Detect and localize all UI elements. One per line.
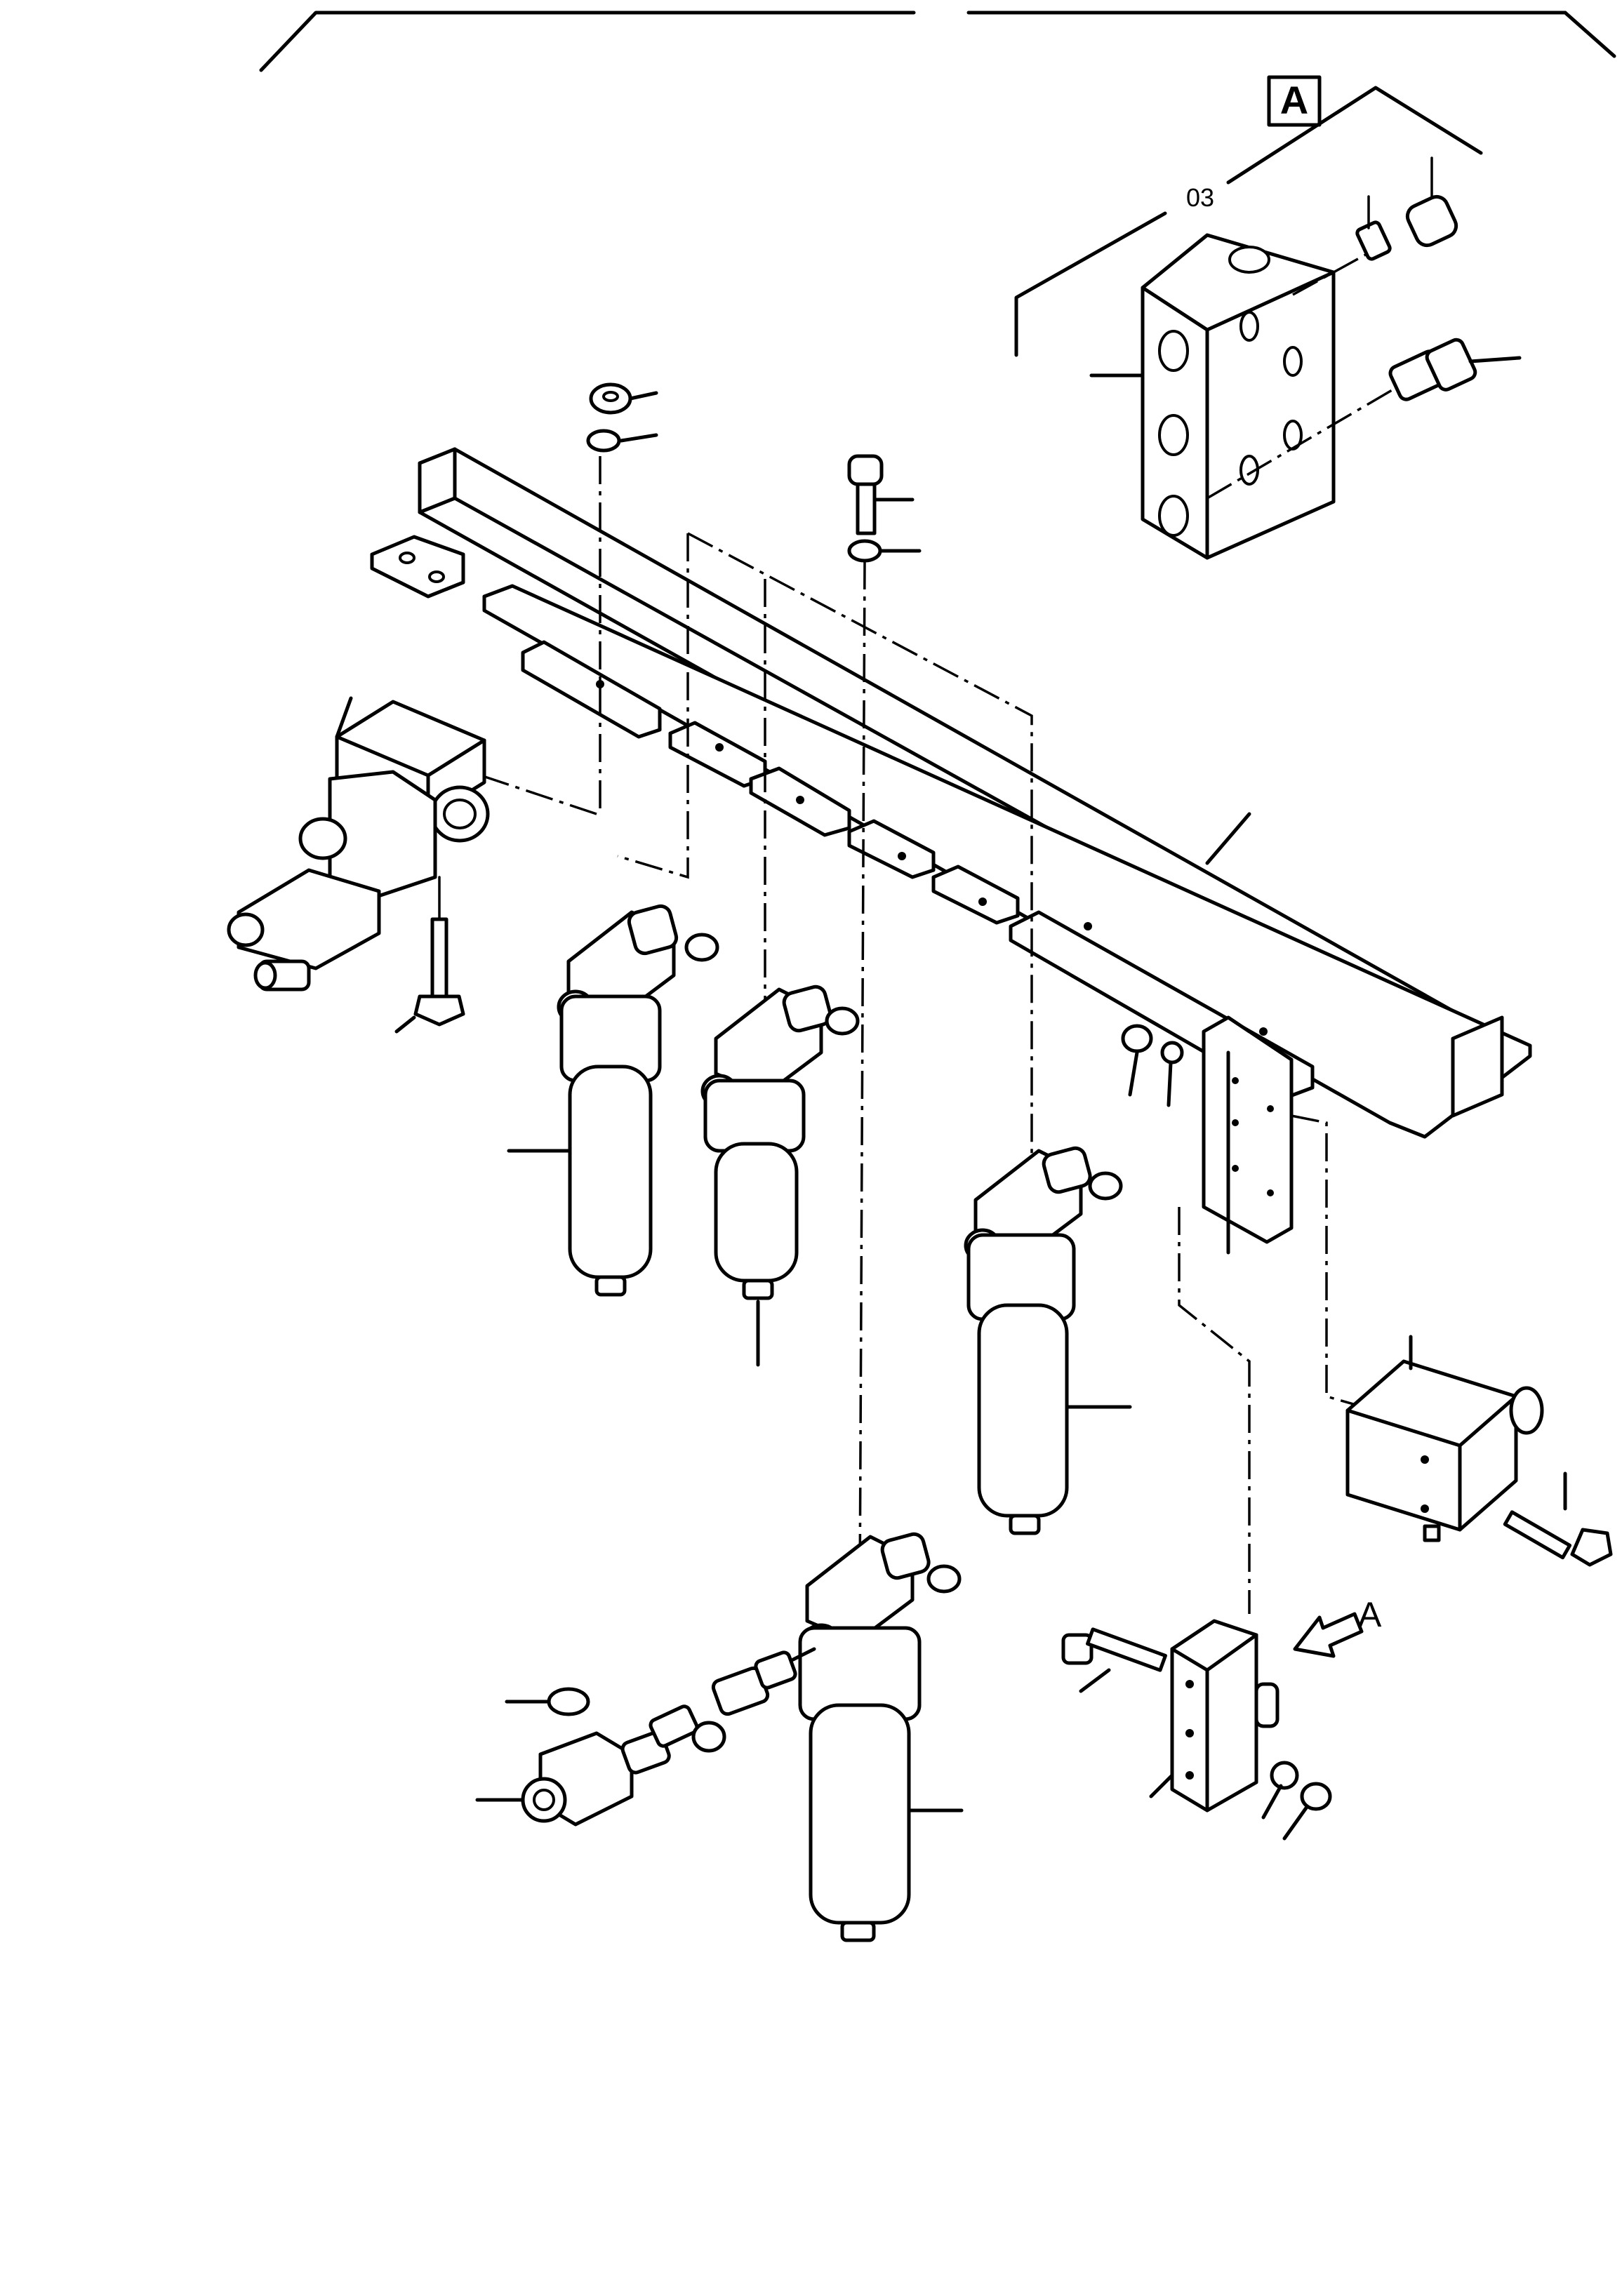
nut-washer-right (1121, 1024, 1184, 1107)
filter-rail (370, 447, 1532, 1139)
nut-washer-top-left (586, 382, 658, 814)
view-marker: A (1267, 75, 1322, 127)
view-arrow-label: A (1358, 1595, 1382, 1634)
detail-ref-label: 03 (1186, 183, 1214, 212)
solenoid-block (1345, 1335, 1613, 1567)
page-frame (259, 11, 1616, 72)
fitting-chain (475, 1647, 816, 1827)
detail-fittings (1355, 156, 1522, 401)
valve-bolt (394, 876, 465, 1034)
detail-bracket: 03 (1014, 86, 1483, 357)
mounting-bracket (1202, 1015, 1294, 1255)
filter-4 (798, 1532, 964, 1942)
view-marker-label: A (1280, 78, 1308, 122)
detail-manifold-block (1089, 233, 1394, 560)
filter-3 (964, 1146, 1132, 1535)
small-manifold (1061, 1619, 1332, 1841)
view-arrow: A (1293, 1595, 1382, 1658)
directional-valve (227, 696, 490, 992)
bolt-washer-center (847, 454, 922, 1594)
filter-2 (700, 985, 860, 1367)
filter-1 (507, 904, 719, 1297)
